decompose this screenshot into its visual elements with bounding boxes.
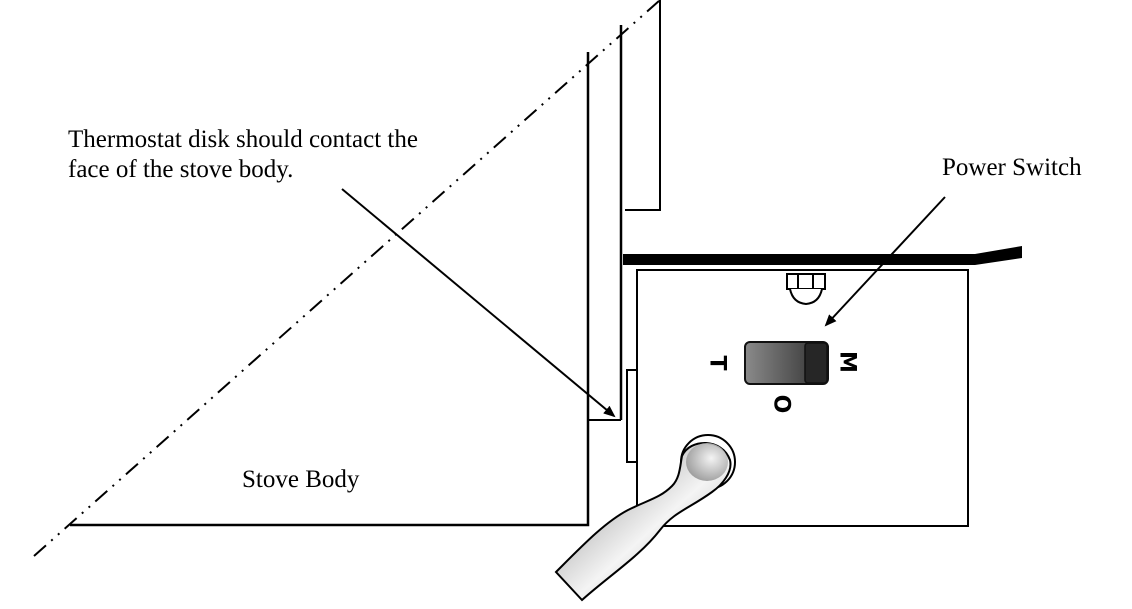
power-cord-end <box>686 443 728 481</box>
stove-body-outline <box>70 52 590 527</box>
power-switch[interactable] <box>744 341 829 385</box>
switch-letter-m: M <box>835 351 860 373</box>
switch-letter-o: O <box>769 395 794 414</box>
switch-rocker-m-side[interactable] <box>804 342 828 384</box>
upper-bracket <box>625 0 661 211</box>
dash-dot-guide-line <box>33 0 661 557</box>
thermostat-note-line-1: Thermostat disk should contact the <box>68 126 418 153</box>
switch-letter-t: T <box>705 355 730 370</box>
nut-fitting <box>786 273 826 306</box>
thermostat-leader-arrow <box>341 188 616 418</box>
power-cord <box>554 442 732 602</box>
mounting-bar <box>623 246 1022 265</box>
power-switch-label: Power Switch <box>942 154 1082 181</box>
stove-body-label: Stove Body <box>242 466 360 493</box>
power-switch-leader-arrow <box>824 196 946 327</box>
thermostat-note-line-2: face of the stove body. <box>68 156 294 183</box>
thermostat-note: Thermostat disk should contact the face … <box>68 125 418 185</box>
thermostat-disk <box>626 369 638 463</box>
